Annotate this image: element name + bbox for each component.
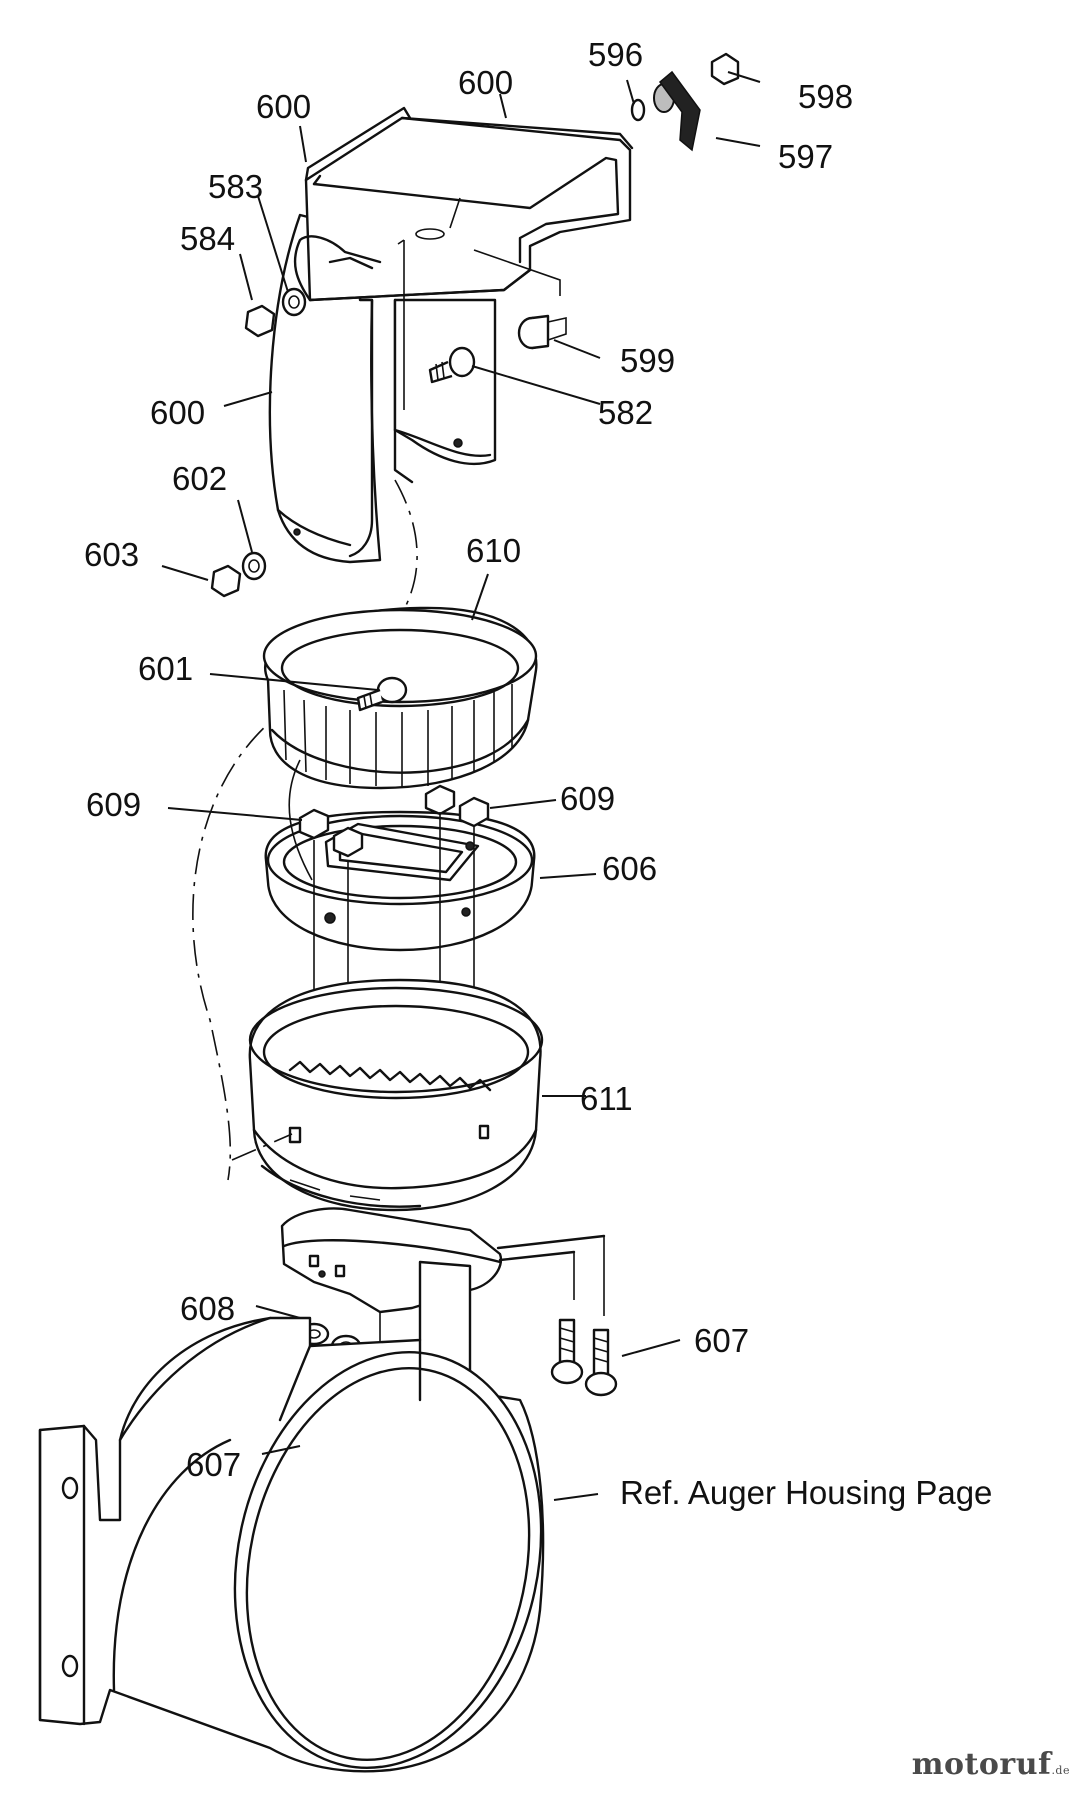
carriage-bolt-599 [517,314,567,350]
screws-607-right [550,1318,618,1397]
part-label-600-left: 600 [256,88,312,125]
reference-note: Ref. Auger Housing Page [620,1474,993,1511]
part-label-611: 611 [580,1080,633,1117]
watermark-text: motoruf [911,1747,1052,1782]
part-label-596: 596 [588,36,644,73]
geared-ring-611 [231,978,544,1212]
part-label-600-mid: 600 [150,394,206,431]
part-label-584: 584 [180,220,236,257]
deflector-handle-hardware [630,52,740,152]
watermark-suffix: .de [1051,1764,1070,1777]
part-label-598: 598 [798,78,854,115]
part-label-601: 601 [138,650,194,687]
part-label-599: 599 [620,342,676,379]
leader-lines [161,71,761,1501]
chute-assembly [268,106,634,564]
bolt-582 [428,346,476,384]
part-label-609-left: 609 [86,786,142,823]
part-label-607-right: 607 [694,1322,750,1359]
part-label-582: 582 [598,394,654,431]
part-label-603: 603 [84,536,140,573]
watermark-logo: motoruf.de [912,1747,1070,1782]
part-label-608: 608 [180,1290,236,1327]
part-label-597: 597 [778,138,834,175]
part-label-607-left: 607 [186,1446,242,1483]
part-label-583: 583 [208,168,264,205]
nut-washer-583-584 [244,287,307,338]
auger-housing-mount [38,1260,545,1773]
plate-ring-606 [264,784,536,952]
part-label-600-top: 600 [458,64,514,101]
part-label-609-right: 609 [560,780,616,817]
part-label-606: 606 [602,850,658,887]
upper-ring-610 [262,606,538,790]
part-label-610: 610 [466,532,522,569]
part-label-602: 602 [172,460,228,497]
nut-washer-602-603 [210,551,267,598]
assembly-path-line [192,479,418,1181]
